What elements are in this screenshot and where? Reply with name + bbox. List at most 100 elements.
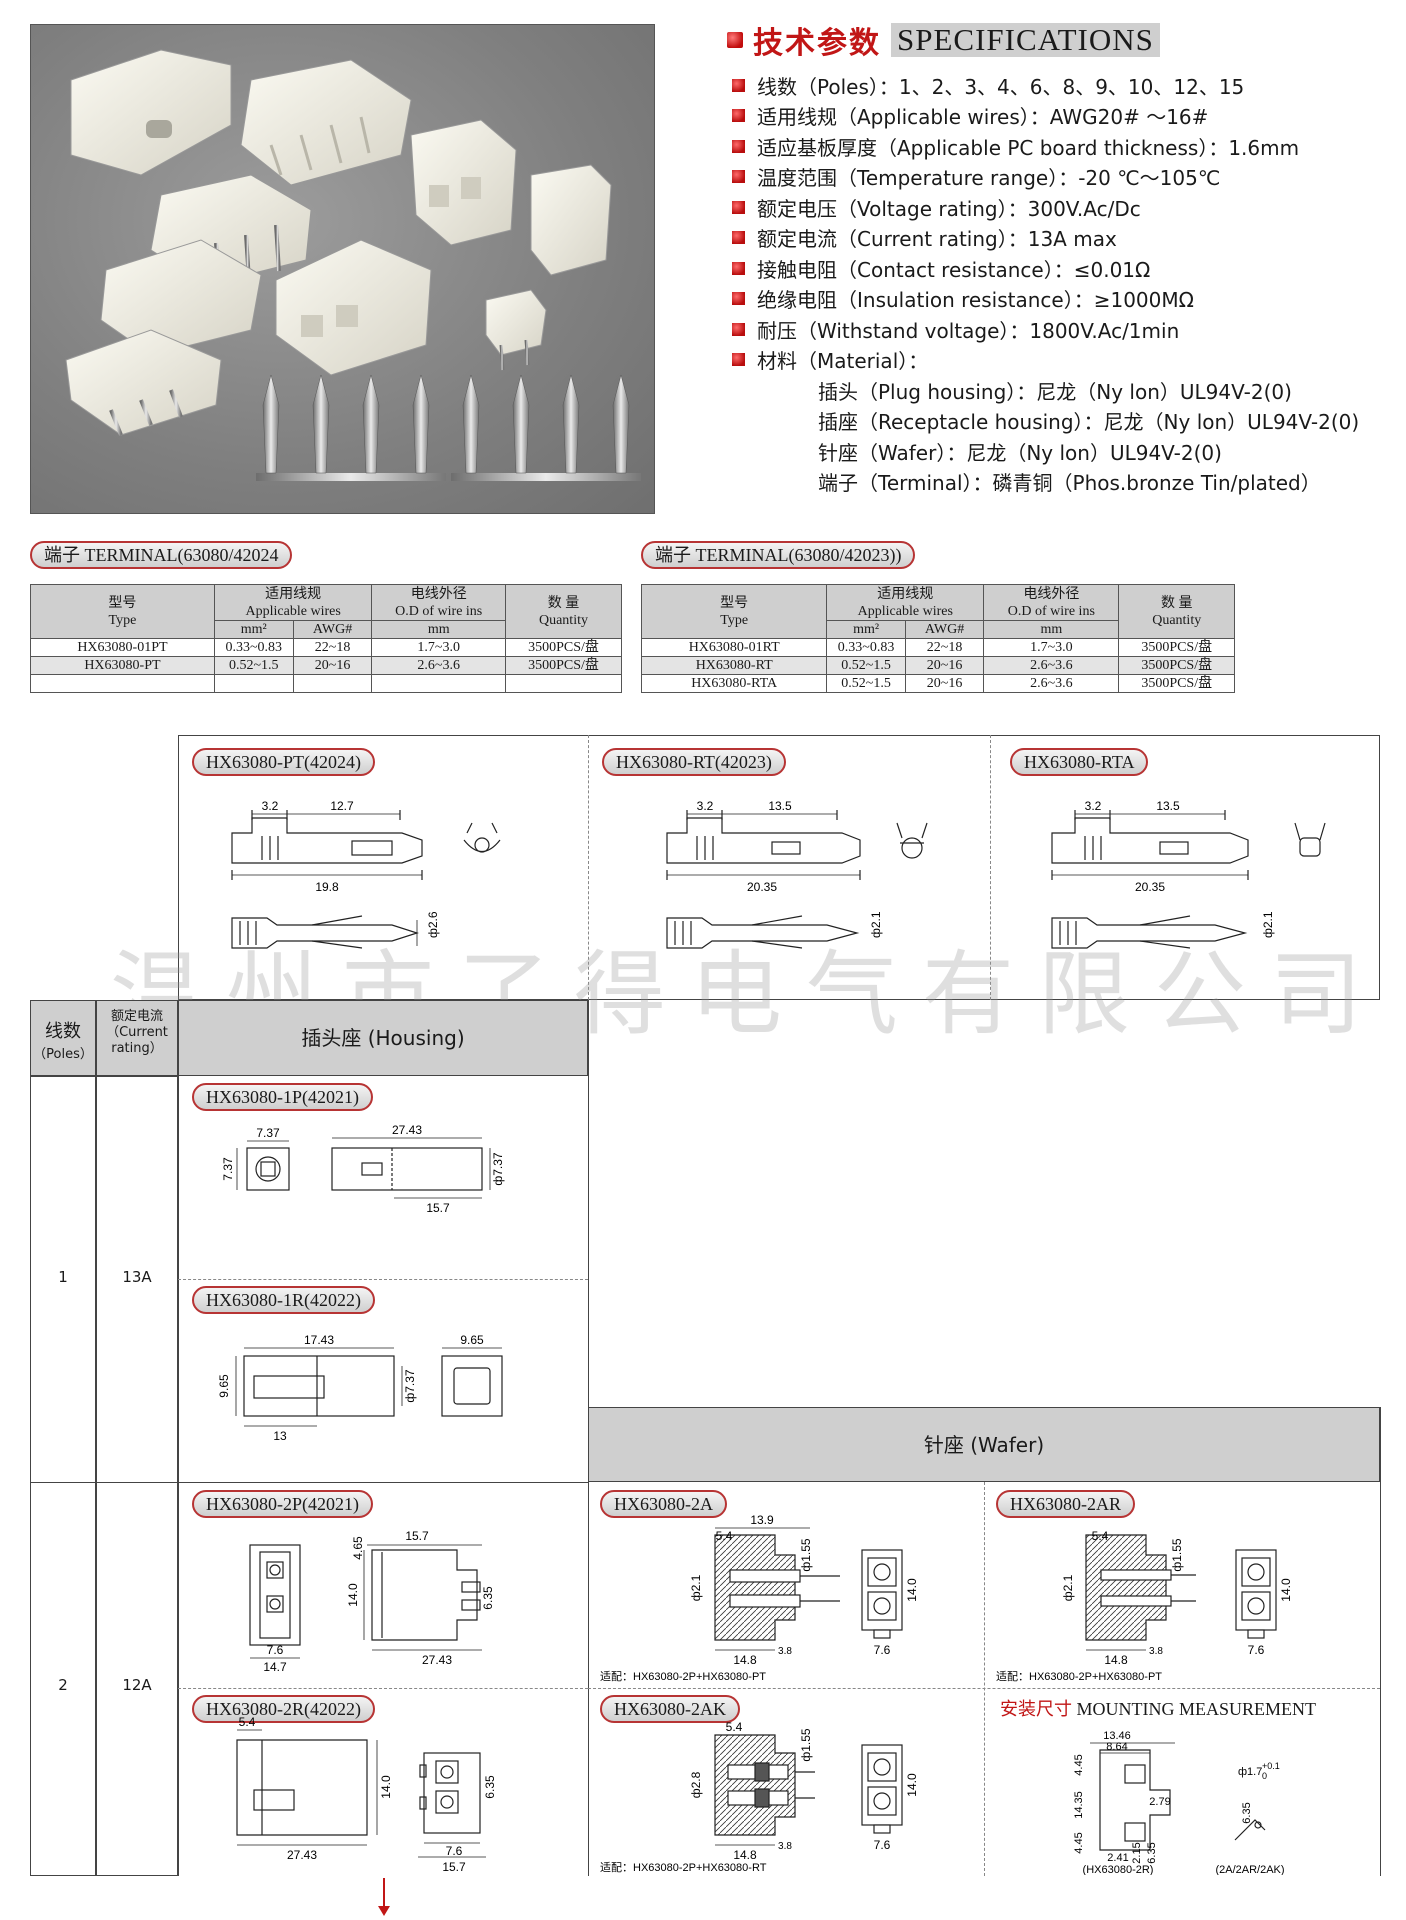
material-item: 针座（Wafer）：尼龙（Ny lon）UL94V-2(0): [818, 440, 1222, 465]
part-2p: HX63080-2P(42021) 15.7 4.65 14.0 6.35 7.…: [192, 1490, 582, 1685]
terminal-drawing: 3.2 13.5 20.35 ф2.1: [666, 799, 928, 949]
terminal-drawing-rt: HX63080-RT(42023) 3.2 13.5 20.35 ф2.1: [602, 748, 982, 993]
svg-text:14.0: 14.0: [905, 1578, 919, 1602]
current-value: 12A: [122, 1676, 152, 1694]
svg-text:7.6: 7.6: [446, 1844, 463, 1858]
svg-text:6.35: 6.35: [483, 1775, 497, 1799]
svg-text:+0.1: +0.1: [1262, 1761, 1280, 1771]
terminal-strip-left: [256, 374, 446, 481]
part-label: HX63080-RTA: [1010, 748, 1149, 776]
svg-text:ф1.55: ф1.55: [799, 1728, 813, 1762]
svg-text:8.64: 8.64: [1106, 1741, 1127, 1753]
spec-item: 线数（Poles）：1、2、3、4、6、8、9、10、12、15: [732, 70, 1402, 101]
part-label: HX63080-PT(42024): [192, 748, 375, 776]
terminal-drawing-pt: HX63080-PT(42024) 3.2 12.7 19.8 ф2.6: [192, 748, 582, 993]
svg-text:27.43: 27.43: [422, 1653, 452, 1667]
spec-title-cn: 技术参数: [753, 26, 881, 61]
current-value: 13A: [122, 1268, 152, 1286]
terminal-table-badge-2: 端子 TERMINAL(63080/42023)): [641, 541, 916, 569]
part-label: HX63080-2AK: [600, 1695, 740, 1723]
svg-text:5.4: 5.4: [1092, 1529, 1109, 1543]
dim-label: 20.35: [1135, 880, 1165, 894]
svg-text:14.35: 14.35: [1073, 1791, 1085, 1819]
dim-label: 13.5: [768, 799, 792, 813]
svg-text:13.46: 13.46: [1103, 1730, 1131, 1742]
svg-text:7.6: 7.6: [1248, 1643, 1265, 1657]
current-header: 额定电流 （Current rating）: [96, 1000, 178, 1076]
table-row: [30, 674, 623, 693]
part-2r: HX63080-2R(42022) 5.4 14.0 27.43 6.35 7.…: [192, 1695, 582, 1875]
spec-item: 适用线规（Applicable wires）：AWG20# ～16#: [732, 101, 1402, 132]
part-label: HX63080-2AR: [996, 1490, 1135, 1518]
dim-label: 20.35: [747, 880, 777, 894]
svg-text:14.0: 14.0: [905, 1773, 919, 1797]
material-item: 插头（Plug housing）：尼龙（Ny lon）UL94V-2(0): [818, 379, 1292, 404]
svg-text:0: 0: [1262, 1771, 1267, 1781]
terminal-drawings-frame: [178, 735, 1380, 1000]
connector-photo-illustration: [65, 49, 641, 481]
material-item: 端子（Terminal）：磷青铜（Phos.bronze Tin/plated）: [818, 471, 1321, 496]
bullet-icon: [732, 261, 745, 275]
bullet-icon: [732, 139, 745, 153]
housing-header: 插头座 (Housing): [178, 1000, 588, 1076]
svg-text:7.6: 7.6: [874, 1643, 891, 1657]
part-label: HX63080-2R(42022): [192, 1695, 375, 1723]
svg-text:13.9: 13.9: [750, 1513, 774, 1527]
svg-text:15.7: 15.7: [405, 1529, 429, 1543]
part-1p: HX63080-1P(42021) 7.37 7.37 27.43 15.7 ф…: [192, 1083, 582, 1273]
svg-text:适配：HX63080-2P+HX63080-RT: 适配：HX63080-2P+HX63080-RT: [600, 1861, 767, 1874]
svg-text:(2A/2AR/2AK): (2A/2AR/2AK): [1215, 1864, 1284, 1875]
terminal-table-badge-1: 端子 TERMINAL(63080/42024: [30, 541, 293, 569]
svg-text:适配：HX63080-2P+HX63080-PT: 适配：HX63080-2P+HX63080-PT: [600, 1670, 766, 1683]
poles-header: 线数 （Poles）: [30, 1000, 96, 1076]
part-2ak: HX63080-2AK 5.4 ф1.55 ф2.8 14.8 3.8 14.0…: [600, 1695, 980, 1875]
svg-text:2.79: 2.79: [1149, 1796, 1170, 1808]
bullet-icon: [732, 353, 745, 367]
spec-item: 接触电阻（Contact resistance）：≤0.01Ω: [732, 253, 1402, 284]
terminal-strip-right: [451, 374, 641, 481]
svg-text:6.35: 6.35: [1241, 1802, 1253, 1823]
bullet-icon: [732, 109, 745, 123]
svg-text:5.4: 5.4: [726, 1720, 743, 1734]
svg-text:9.65: 9.65: [217, 1374, 231, 1398]
svg-text:6.35: 6.35: [1146, 1842, 1158, 1863]
dim-label: ф2.1: [869, 911, 883, 938]
dim-label: 3.2: [262, 799, 279, 813]
part-2a: HX63080-2A 13.9 5.4 ф1.55 ф2.1 14.8 3.8 …: [600, 1490, 980, 1685]
svg-text:ф7.37: ф7.37: [403, 1369, 417, 1403]
dim-label: 3.2: [697, 799, 714, 813]
svg-text:6.35: 6.35: [481, 1586, 495, 1610]
svg-text:ф2.8: ф2.8: [689, 1771, 703, 1798]
svg-text:ф1.7: ф1.7: [1238, 1766, 1262, 1778]
part-label: HX63080-2A: [600, 1490, 727, 1518]
svg-text:13: 13: [273, 1429, 287, 1443]
svg-text:ф7.37: ф7.37: [491, 1152, 505, 1186]
svg-text:3.8: 3.8: [778, 1841, 792, 1852]
bullet-icon: [732, 170, 745, 184]
bullet-icon: [732, 292, 745, 306]
dim-label: ф2.1: [1261, 911, 1275, 938]
svg-text:(HX63080-2R): (HX63080-2R): [1083, 1864, 1154, 1875]
svg-text:14.8: 14.8: [733, 1848, 757, 1862]
terminal-drawing-rta: HX63080-RTA 3.2 13.5 20.35 ф2.1: [1010, 748, 1372, 993]
spec-item: 适应基板厚度（Applicable PC board thickness）：1.…: [732, 131, 1402, 162]
svg-text:4.65: 4.65: [351, 1536, 365, 1560]
svg-text:2.41: 2.41: [1107, 1852, 1128, 1864]
bullet-icon: [732, 78, 745, 92]
svg-text:7.37: 7.37: [256, 1126, 280, 1140]
svg-text:4.45: 4.45: [1073, 1754, 1085, 1775]
svg-text:5.4: 5.4: [716, 1529, 733, 1543]
svg-text:5.4: 5.4: [239, 1715, 256, 1729]
svg-text:15.7: 15.7: [426, 1201, 450, 1215]
spec-header: 技术参数 SPECIFICATIONS: [727, 22, 1160, 61]
mounting-title: 安装尺寸 MOUNTING MEASUREMENT: [1000, 1699, 1316, 1719]
part-2ar: HX63080-2AR 5.4 ф1.55 ф2.1 14.8 3.8 14.0…: [996, 1490, 1376, 1685]
terminal-drawing: 3.2 12.7 19.8 ф2.6: [231, 799, 501, 949]
svg-text:27.43: 27.43: [392, 1123, 422, 1137]
svg-text:ф2.1: ф2.1: [689, 1574, 703, 1601]
spec-item: 额定电流（Current rating）：13A max: [732, 223, 1402, 254]
svg-text:7.6: 7.6: [874, 1838, 891, 1852]
svg-text:4.45: 4.45: [1073, 1832, 1085, 1853]
